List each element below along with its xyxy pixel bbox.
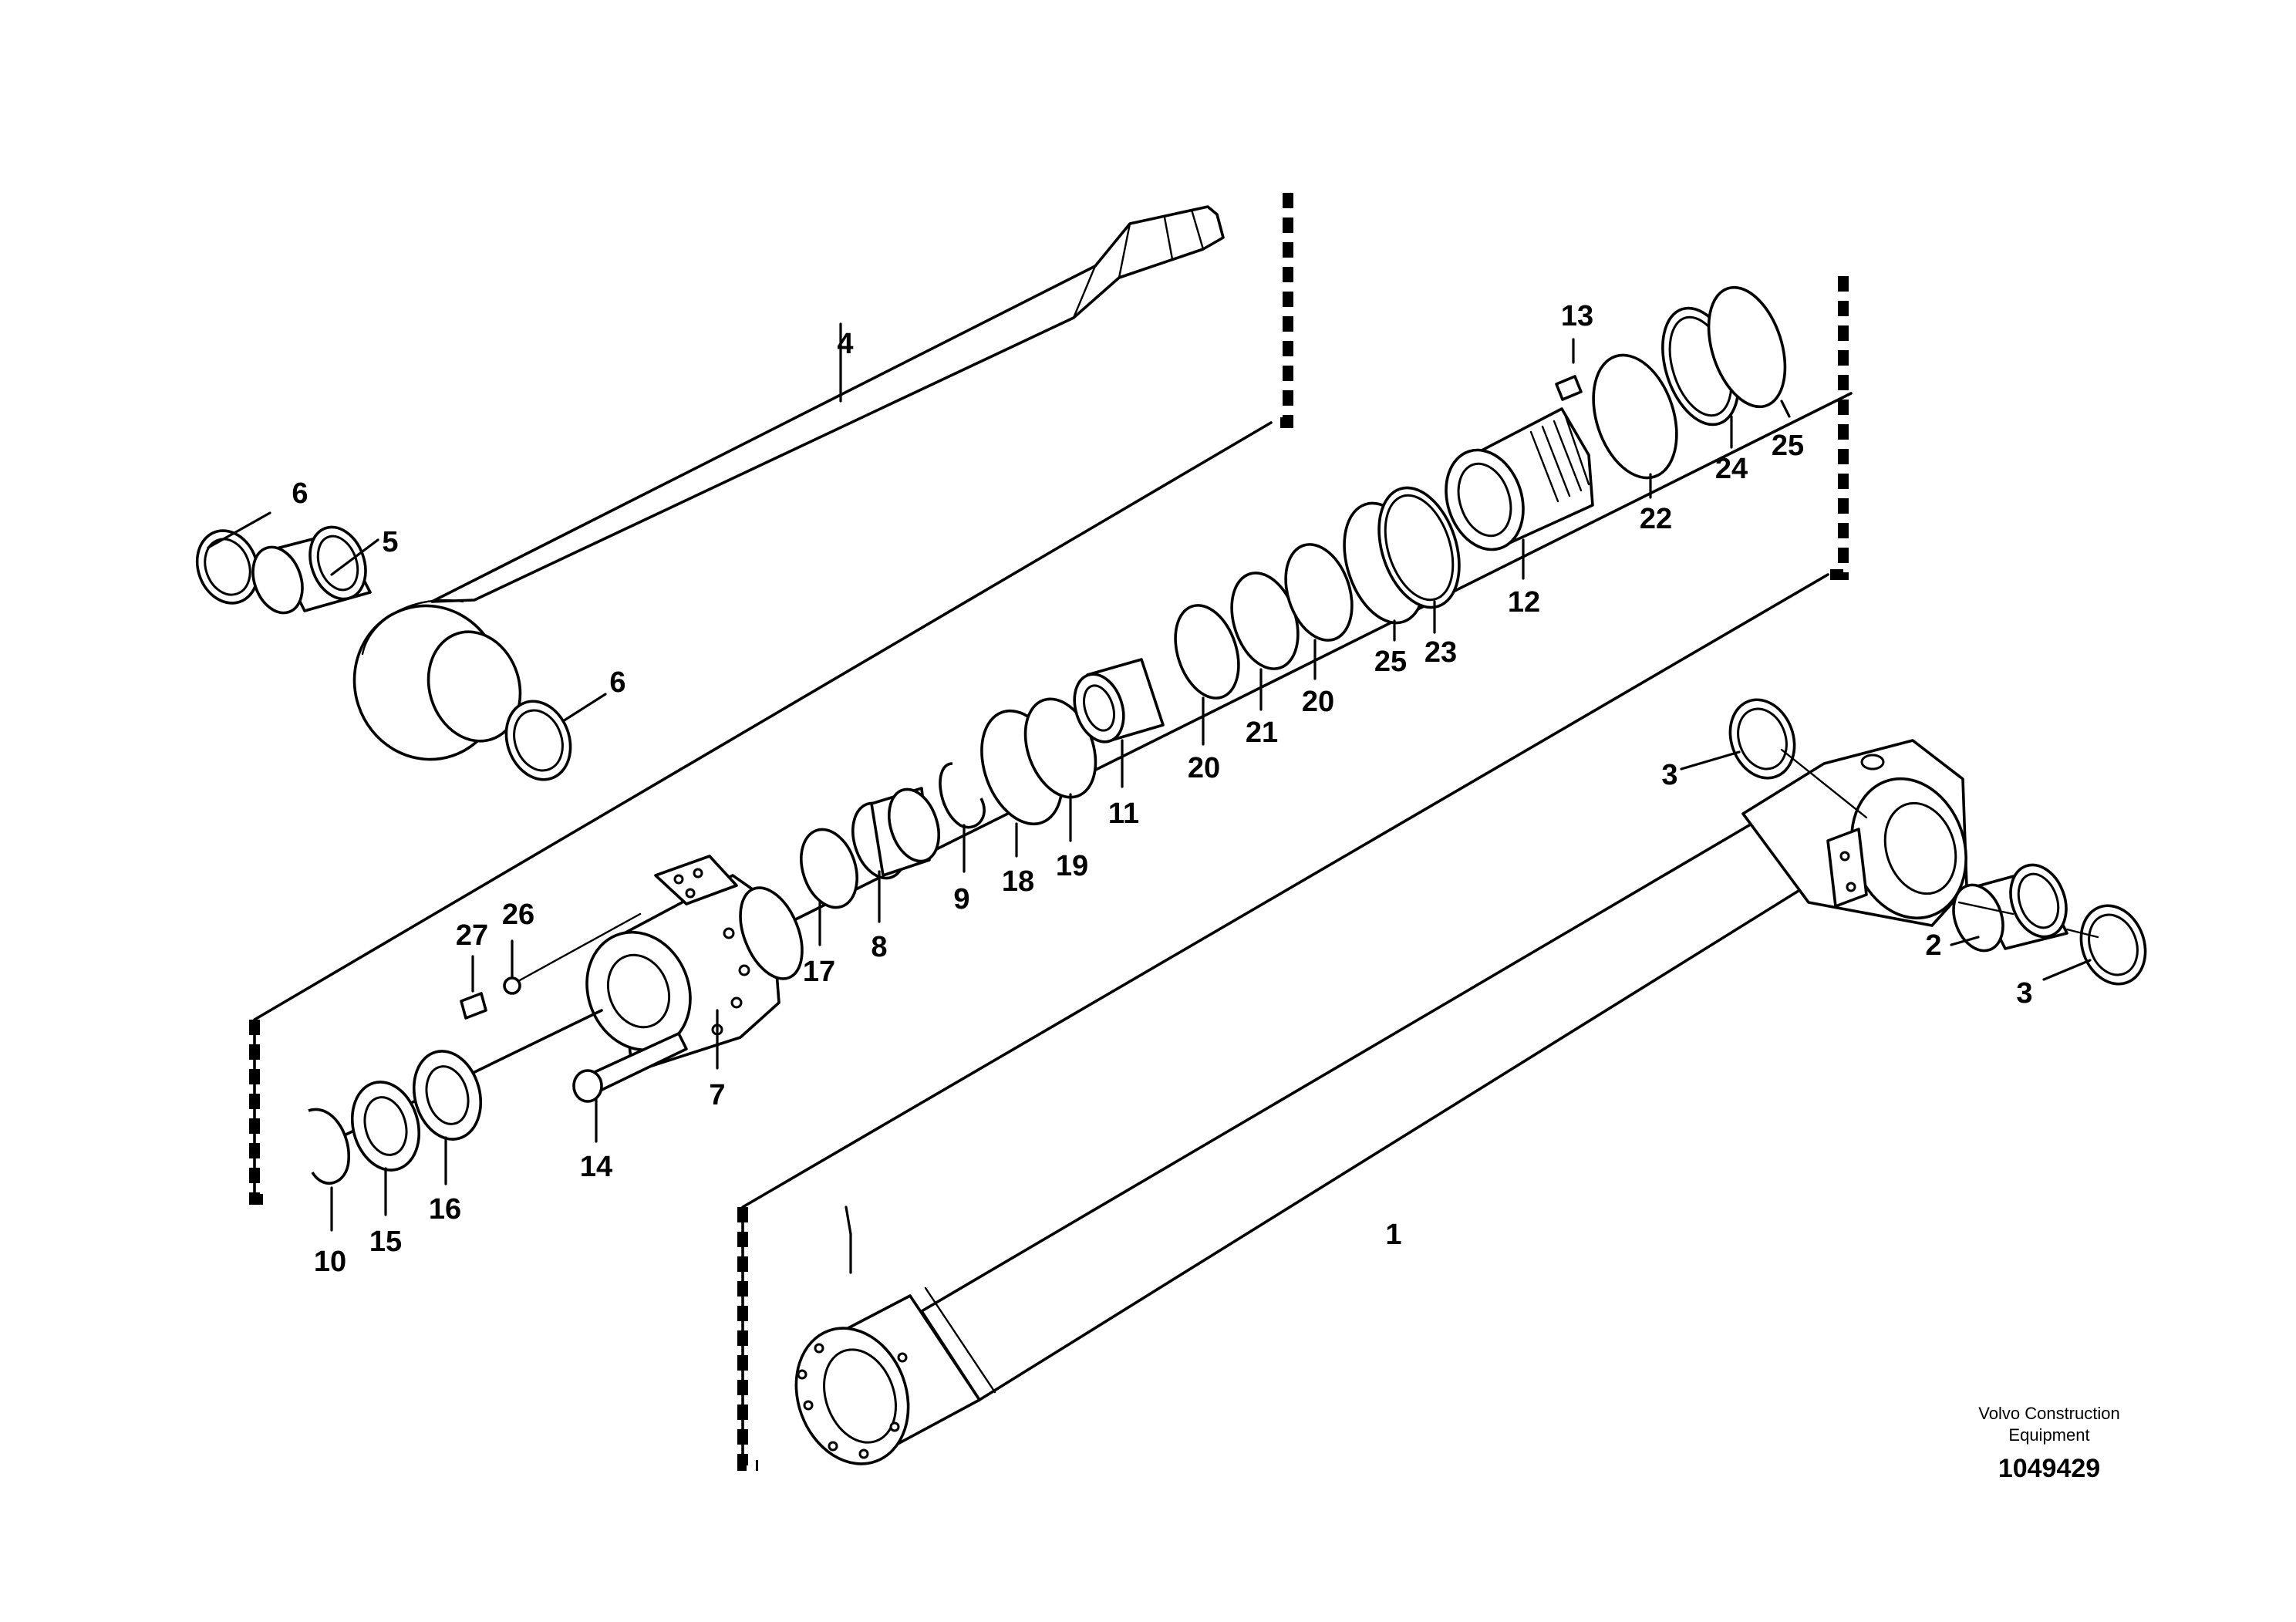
part-10-snap-ring[interactable] [308, 1108, 350, 1185]
callout-15: 15 [369, 1226, 402, 1258]
assembly-axis-base [1780, 748, 2099, 939]
drawing-footer: Volvo Construction Equipment 1049429 [1978, 1404, 2119, 1483]
part-15-washer[interactable] [342, 1074, 428, 1178]
callout-24: 24 [1715, 453, 1748, 485]
part-20-ring-a[interactable] [1165, 597, 1250, 706]
callout-1: 1 [1385, 1219, 1401, 1251]
callout-4: 4 [837, 328, 853, 360]
callout-9: 9 [953, 883, 969, 916]
callout-17: 17 [803, 956, 835, 988]
callout-13: 13 [1561, 300, 1593, 332]
part-23-ring[interactable] [1365, 477, 1474, 618]
callout-2: 2 [1925, 929, 1941, 962]
callout-5: 5 [382, 526, 398, 558]
part-2-bushing-base[interactable] [1945, 857, 2076, 957]
callout-7: 7 [709, 1079, 725, 1111]
callout-10: 10 [314, 1246, 346, 1278]
callout-3-top: 3 [1661, 759, 1677, 791]
part-13-set-screw[interactable] [1555, 375, 1583, 401]
part-1-cylinder-tube[interactable] [777, 739, 1983, 1480]
part-8-wear-ring[interactable] [844, 783, 947, 885]
part-3-dust-seal-bottom[interactable] [2071, 896, 2156, 993]
callout-11: 11 [1108, 798, 1139, 830]
callout-22: 22 [1640, 503, 1672, 535]
part-12-piston[interactable] [1434, 407, 1594, 560]
callout-6-top: 6 [292, 477, 308, 510]
part-16-washer[interactable] [404, 1044, 490, 1147]
callout-25-left: 25 [1374, 646, 1407, 678]
part-26-o-ring[interactable] [503, 976, 521, 995]
callout-19: 19 [1056, 850, 1088, 882]
part-27-plug[interactable] [460, 992, 487, 1020]
break-line-piston-end [1828, 276, 1849, 580]
part-22-wear-ring[interactable] [1579, 345, 1691, 489]
leader-lines [207, 322, 2092, 1274]
break-line-rod-end [1271, 193, 1293, 428]
part-7-cylinder-head[interactable] [570, 855, 814, 1074]
brand-line-2: Equipment [2008, 1425, 2089, 1445]
callout-25-right: 25 [1772, 430, 1804, 462]
part-17-o-ring[interactable] [792, 822, 867, 915]
callout-16: 16 [429, 1193, 461, 1226]
callout-27: 27 [456, 919, 488, 952]
callout-labels: 1 2 3 3 4 5 6 6 7 8 9 10 11 12 13 14 15 … [292, 300, 2032, 1278]
part-4-piston-rod[interactable] [335, 205, 1225, 778]
callout-23: 23 [1424, 636, 1457, 669]
part-5-bushing-rod[interactable] [244, 519, 376, 619]
part-6-dust-seal-right[interactable] [496, 692, 582, 788]
part-3-dust-seal-top[interactable] [1720, 690, 1805, 787]
part-9-retaining-ring[interactable] [939, 762, 986, 829]
callout-20-upper: 20 [1302, 686, 1334, 718]
callout-8: 8 [871, 931, 887, 963]
callout-3-bottom: 3 [2016, 977, 2032, 1010]
part-6-dust-seal-left[interactable] [187, 522, 268, 612]
callout-20-lower: 20 [1188, 752, 1220, 784]
part-14-bolt[interactable] [572, 1032, 688, 1103]
callout-12: 12 [1508, 586, 1540, 619]
drawing-number: 1049429 [1998, 1454, 2100, 1483]
brand-line-1: Volvo Construction [1978, 1404, 2119, 1423]
callout-21: 21 [1246, 717, 1278, 749]
break-line-head-end [249, 1020, 270, 1205]
callout-26: 26 [502, 899, 534, 931]
part-25-ring-right[interactable] [1694, 278, 1799, 416]
callout-6-bottom: 6 [609, 666, 625, 699]
part-20-ring-b[interactable] [1274, 536, 1364, 649]
leader-26-axis [517, 912, 642, 983]
break-line-tube-end [737, 1207, 758, 1471]
callout-14: 14 [580, 1151, 612, 1183]
part-11-cushion-ring[interactable] [1067, 658, 1165, 748]
callout-18: 18 [1002, 865, 1034, 898]
